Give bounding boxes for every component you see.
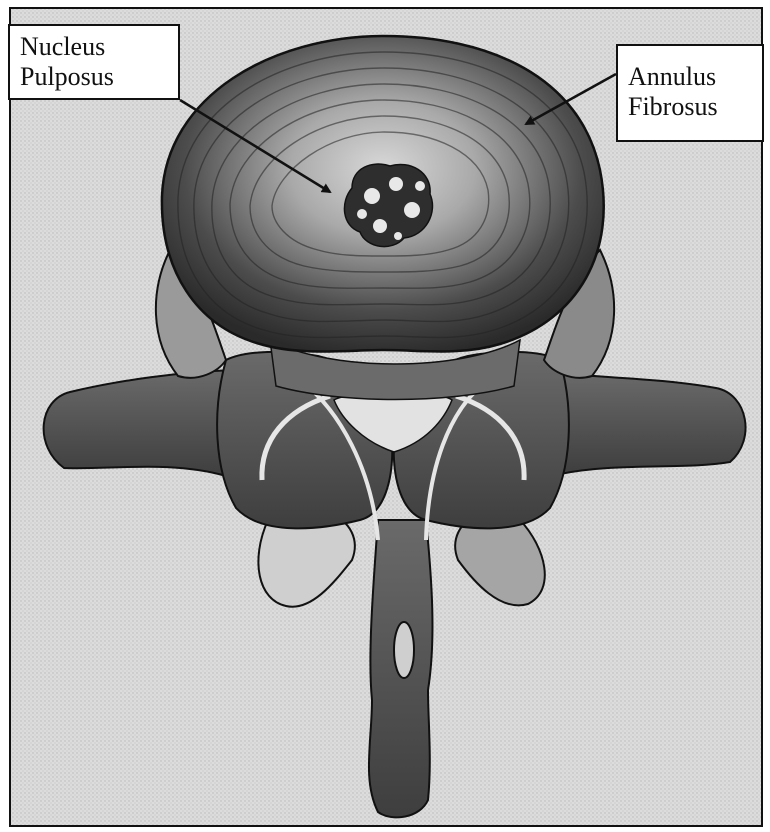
annulus-fibrosus-label-line2: Fibrosus xyxy=(628,92,752,122)
nucleus-pulposus-label-line2: Pulposus xyxy=(20,62,168,92)
annulus-fibrosus-label: Annulus Fibrosus xyxy=(616,44,764,142)
nucleus-pulposus-label: Nucleus Pulposus xyxy=(8,24,180,100)
spinous-process-foramen xyxy=(394,622,414,678)
nucleus-pulposus-label-line1: Nucleus xyxy=(20,32,168,62)
annulus-fibrosus-label-line1: Annulus xyxy=(628,62,752,92)
